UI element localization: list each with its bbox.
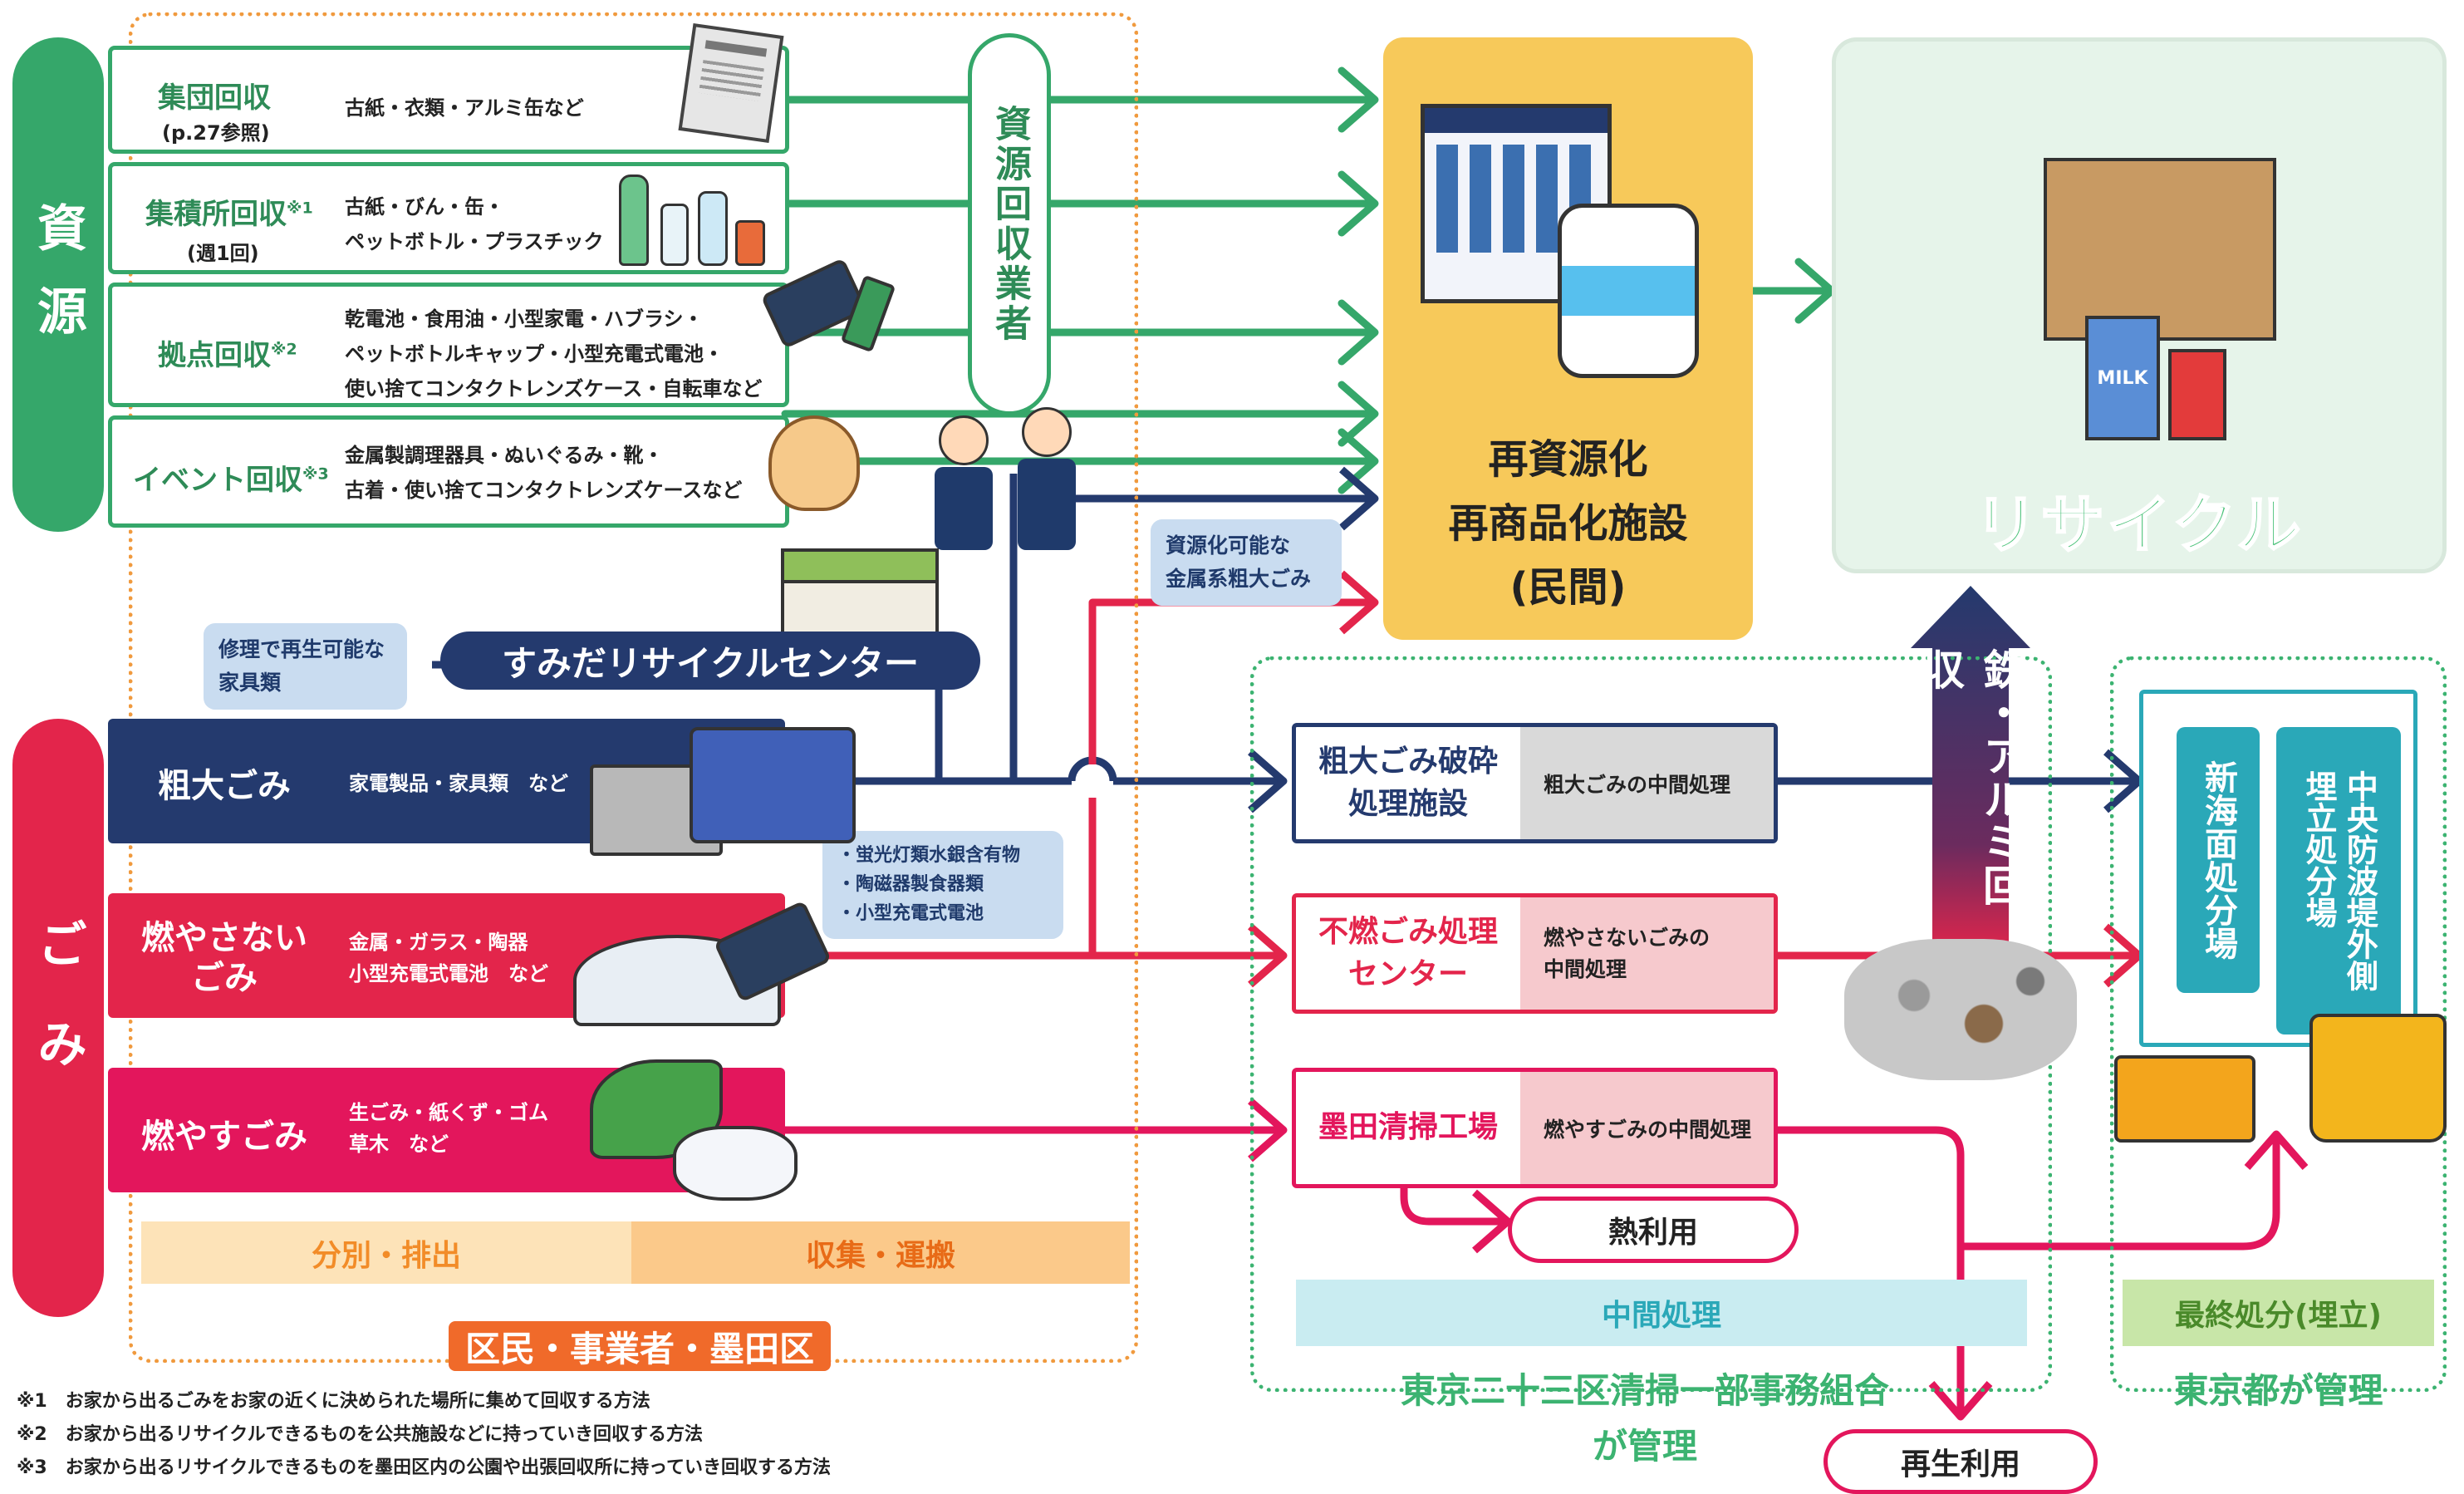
- band-collection-transport: 収集・運搬: [631, 1221, 1130, 1284]
- garbage-side-label: ごみ: [12, 719, 104, 1317]
- recycle-area: MILK リサイクル: [1832, 37, 2447, 573]
- footnote-1: ※1 お家から出るごみをお家の近くに決められた場所に集めて回収する方法: [17, 1391, 650, 1412]
- garbage-burnable: 燃やすごみ 生ごみ・紙くず・ゴム 草木 など: [108, 1059, 798, 1201]
- toilet-paper-icon: [1558, 204, 1699, 378]
- collection-event: イベント回収※3 金属製調理器具・ぬいぐるみ・靴・ 古着・使い捨てコンタクトレン…: [108, 415, 860, 528]
- collection-title: 集団回収: [158, 81, 271, 115]
- regeneration-use-label: 再生利用: [1823, 1429, 2098, 1494]
- collection-sub: (p.27参照): [162, 121, 270, 145]
- scrap-metal-icon: [1844, 939, 2077, 1080]
- facility-name: 墨田清掃工場: [1318, 1110, 1498, 1145]
- recycle-label: リサイクル: [1973, 487, 2304, 563]
- garbage-title: 燃やさない ごみ: [141, 919, 307, 997]
- collection-group: 集団回収 (p.27参照) 古紙・衣類・アルミ缶など: [108, 22, 789, 154]
- collection-base: 拠点回収※2 乾電池・食用油・小型家電・ハブラシ・ ペットボトルキャップ・小型充…: [108, 258, 896, 407]
- furniture-bubble: 修理で再生可能な 家具類: [204, 623, 407, 710]
- bed-icon: [690, 727, 856, 843]
- resources-side-label: 資源: [12, 37, 104, 532]
- garbage-nonburnable: 燃やさない ごみ 金属・ガラス・陶器 小型充電式電池 など: [108, 893, 832, 1026]
- facility-desc: 燃やさないごみの 中間処理: [1520, 897, 1774, 1010]
- garbage-items: 家電製品・家具類 など: [349, 772, 568, 795]
- collection-sub: (週1回): [187, 242, 259, 265]
- garbage-title: 粗大ごみ: [158, 767, 291, 805]
- band-final-manager: 東京都が管理: [2173, 1370, 2383, 1411]
- garbage-bulky: 粗大ごみ 家電製品・家具類 など: [108, 719, 856, 856]
- garbage-title: 燃やすごみ: [141, 1118, 307, 1156]
- facility-name: 不燃ごみ処理 センター: [1318, 915, 1498, 991]
- central-breakwater-landfill: 中央防波堤外側 埋立処分場: [2276, 727, 2401, 1034]
- heat-use-label: 熱利用: [1508, 1197, 1799, 1263]
- new-sea-landfill: 新海面処分場: [2177, 727, 2260, 993]
- facility-desc: 粗大ごみの中間処理: [1520, 727, 1774, 839]
- cardboard-icon: [2044, 158, 2276, 341]
- iron-aluminum-label: 鉄・アルミ回収: [1917, 648, 2025, 907]
- bulky-crushing-facility: 粗大ごみ破砕 処理施設 粗大ごみの中間処理: [1292, 723, 1778, 843]
- garbage-items: 金属・ガラス・陶器 小型充電式電池 など: [349, 931, 548, 986]
- worker-icon: [930, 415, 997, 557]
- band-intermediate-manager: 東京二十三区清掃一部事務組合 が管理: [1400, 1370, 1889, 1467]
- stuffed-cat-icon: [768, 415, 860, 511]
- footnote-2: ※2 お家から出るリサイクルできるものを公共施設などに持っていき回収する方法: [17, 1424, 704, 1445]
- collection-title: 集積所回収: [145, 198, 287, 231]
- band-sort-discharge: 分別・排出: [141, 1221, 631, 1284]
- garbage-items: 生ごみ・紙くず・ゴム 草木 など: [349, 1101, 548, 1157]
- hazard-bubble: ・蛍光灯類水銀含有物 ・陶磁器製食器類 ・小型充電式電池: [822, 831, 1063, 939]
- footnote-3: ※3 お家から出るリサイクルできるものを墨田区内の公園や出張回収所に持っていき回…: [17, 1457, 832, 1478]
- landfill-area: 新海面処分場 中央防波堤外側 埋立処分場: [2139, 690, 2417, 1047]
- collection-mark: ※1: [287, 199, 313, 218]
- band-final-disposal: 最終処分(埋立): [2123, 1280, 2434, 1346]
- band-residents: 区民・事業者・墨田区: [449, 1321, 831, 1371]
- bottles-icon: [611, 174, 777, 266]
- vegetable-scraps-icon: [590, 1059, 723, 1159]
- facility-title: 再資源化 再商品化施設 (民間): [1448, 436, 1688, 611]
- private-recycling-facility: 再資源化 再商品化施設 (民間): [1383, 37, 1753, 640]
- collection-items: 金属製調理器具・ぬいぐるみ・靴・ 古着・使い捨てコンタクトレンズケースなど: [345, 444, 743, 502]
- collection-title: イベント回収: [133, 464, 302, 497]
- facility-desc: 燃やすごみの中間処理: [1520, 1072, 1774, 1184]
- collection-mark: ※3: [302, 464, 329, 484]
- band-intermediate: 中間処理: [1296, 1280, 2027, 1346]
- collection-mark: ※2: [271, 340, 297, 359]
- collector-label: 資源回収業者: [968, 33, 1051, 415]
- recycle-center-label: すみだリサイクルセンター: [440, 632, 980, 690]
- newspaper-icon: [678, 22, 784, 144]
- collection-point: 集積所回収※1 (週1回) 古紙・びん・缶・ ペットボトル・プラスチック: [108, 162, 789, 274]
- collection-items: 古紙・衣類・アルミ缶など: [345, 96, 584, 120]
- collection-items: 古紙・びん・缶・ ペットボトル・プラスチック: [345, 195, 604, 253]
- worker-icon: [1014, 407, 1080, 557]
- nonburnable-center: 不燃ごみ処理 センター 燃やさないごみの 中間処理: [1292, 893, 1778, 1014]
- milk-carton-icon: MILK: [2085, 316, 2160, 440]
- juice-box-icon: [2168, 349, 2226, 440]
- crumpled-paper-icon: [673, 1126, 798, 1201]
- sumida-incineration-plant: 墨田清掃工場 燃やすごみの中間処理: [1292, 1068, 1778, 1188]
- metal-bubble: 資源化可能な 金属系粗大ごみ: [1151, 519, 1342, 606]
- dump-truck-icon: [2114, 1055, 2255, 1143]
- collection-items: 乾電池・食用油・小型家電・ハブラシ・ ペットボトルキャップ・小型充電式電池・ 使…: [345, 307, 763, 401]
- excavator-icon: [2309, 1014, 2447, 1143]
- collection-title: 拠点回収: [158, 339, 271, 372]
- facility-name: 粗大ごみ破砕 処理施設: [1318, 745, 1498, 821]
